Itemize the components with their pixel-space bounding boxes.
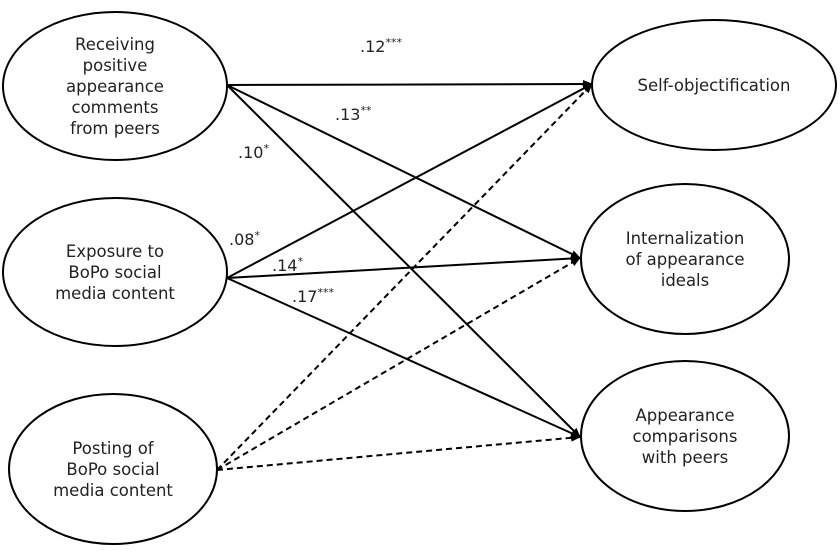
path-arrow-comments-to-selfobj	[226, 80, 593, 89]
node-label-line: Self-objectification	[638, 76, 791, 95]
variable-nodes: Receiving positive appearance comments from …	[2, 11, 837, 545]
significance-stars: *	[254, 229, 260, 242]
path-arrow-exposure-to-compare	[226, 277, 581, 438]
significance-stars: ***	[317, 286, 334, 299]
path-arrow-posting-to-selfobj	[216, 83, 593, 471]
path-arrow-posting-to-compare	[216, 433, 581, 471]
node-ellipse	[580, 360, 790, 512]
node-label-line: media content	[53, 481, 173, 500]
node-ellipse	[2, 197, 228, 347]
node-label-line: BoPo social	[68, 263, 161, 282]
node-internal: Internalization of appearance ideals	[580, 183, 790, 335]
node-ellipse	[580, 183, 790, 335]
coefficient-label-exposure-compare: .17***	[292, 286, 334, 306]
coefficient-label-comments-internal: .13**	[335, 104, 372, 124]
coefficient-label-comments-selfobj: .12***	[360, 36, 402, 56]
node-label-line: Receiving	[75, 35, 155, 54]
node-label-line: media content	[55, 284, 175, 303]
significance-stars: **	[360, 104, 372, 117]
node-posting: Posting of BoPo social media content	[8, 393, 218, 545]
node-label-line: comparisons	[633, 427, 738, 446]
path-arrow-comments-to-internal	[226, 84, 581, 259]
node-ellipse	[8, 393, 218, 545]
node-label-line: Appearance	[635, 406, 734, 425]
significance-stars: ***	[385, 36, 402, 49]
path-arrow-exposure-to-internal	[226, 254, 581, 279]
node-label-line: Posting of	[72, 439, 154, 458]
node-label-line: from peers	[70, 119, 160, 138]
node-label-line: Exposure to	[66, 242, 164, 261]
node-label-line: positive	[83, 56, 148, 75]
path-arrow-posting-to-internal	[216, 257, 581, 471]
node-label-line: ideals	[661, 271, 710, 290]
node-ellipse	[2, 11, 228, 161]
coefficient-label-exposure-selfobj: .08*	[229, 229, 260, 249]
path-arrow-exposure-to-selfobj	[226, 83, 593, 279]
node-comments: Receiving positive appearance comments from …	[2, 11, 228, 161]
node-label-line: comments	[72, 98, 159, 117]
significance-stars: *	[297, 255, 303, 268]
node-compare: Appearance comparisons with peers	[580, 360, 790, 512]
node-label-line: with peers	[642, 448, 728, 467]
significance-stars: *	[263, 142, 269, 155]
node-label-line: Internalization	[626, 229, 745, 248]
path-arrow-comments-to-compare	[226, 84, 581, 438]
coefficient-labels: .12*** .13** .10* .08* .14* .17***	[229, 36, 402, 306]
coefficient-label-comments-compare: .10*	[238, 142, 269, 162]
coefficient-label-exposure-internal: .14*	[272, 255, 303, 275]
path-arrows	[216, 80, 593, 471]
node-selfobj: Self-objectification	[591, 19, 837, 151]
node-ellipse	[591, 19, 837, 151]
node-label-line: of appearance	[625, 250, 744, 269]
node-label-line: appearance	[66, 77, 164, 96]
node-exposure: Exposure to BoPo social media content	[2, 197, 228, 347]
node-label-line: BoPo social	[66, 460, 159, 479]
